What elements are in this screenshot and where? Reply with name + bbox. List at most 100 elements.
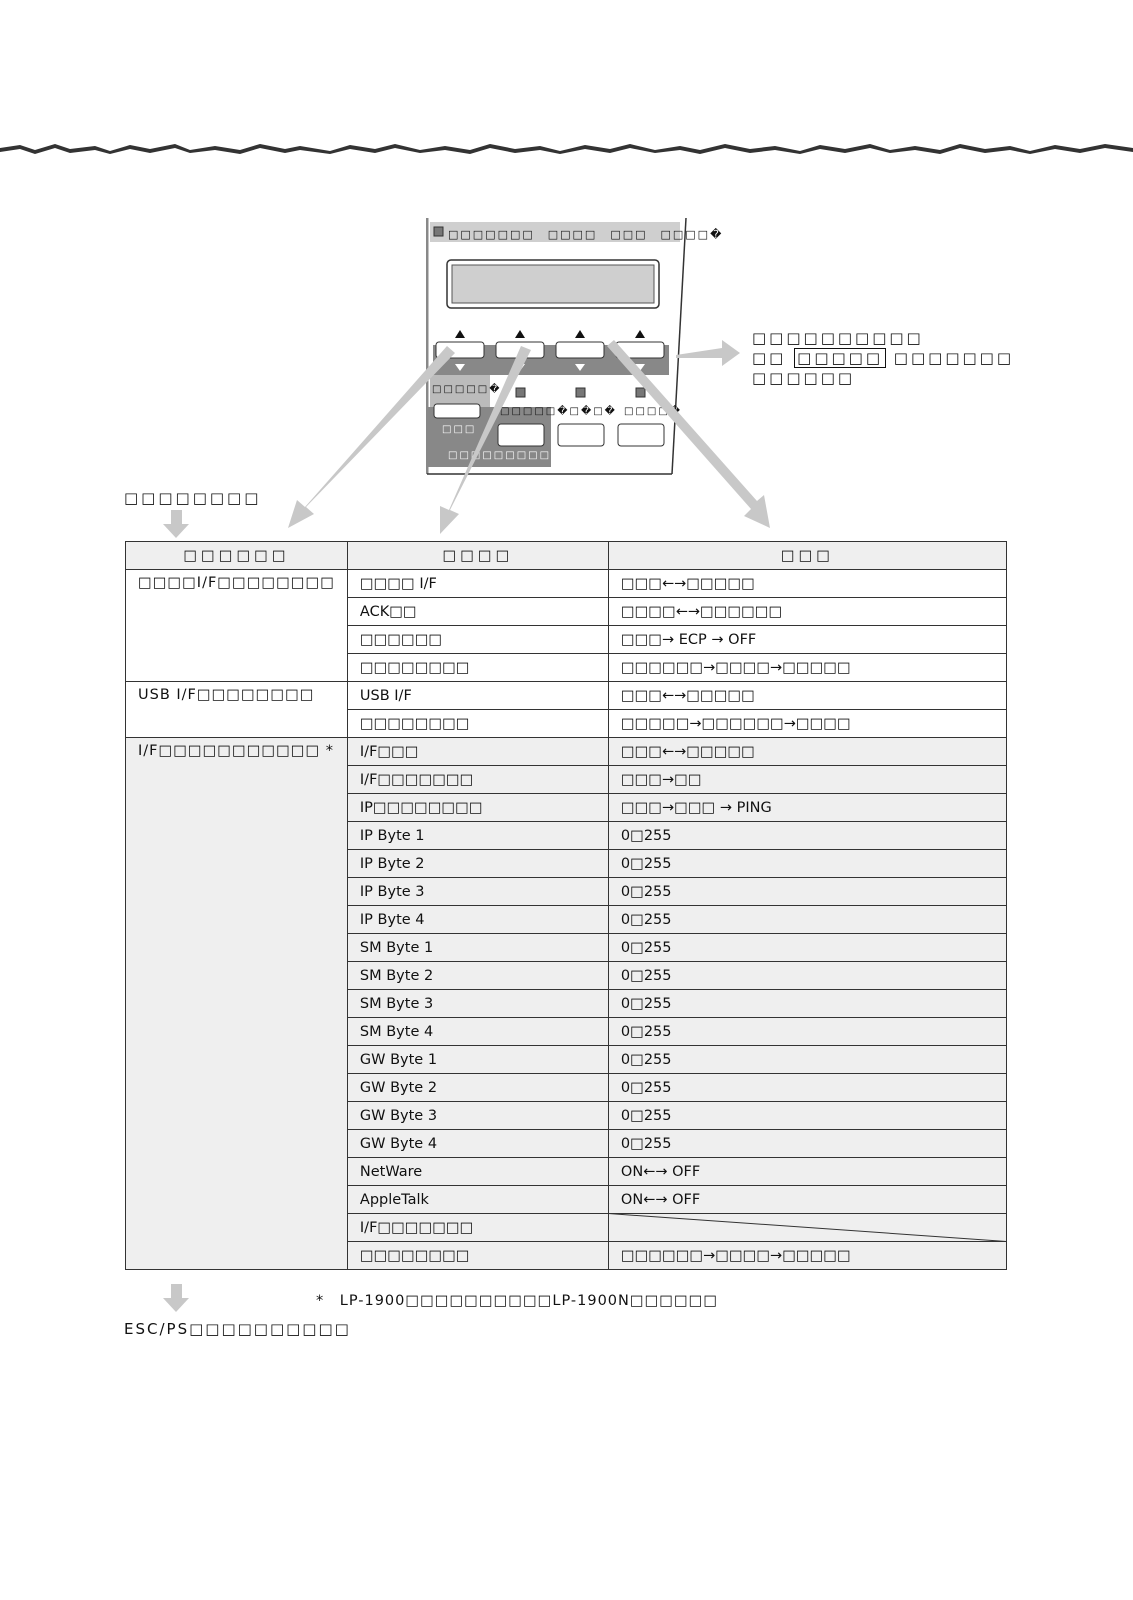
value-cell: 0□255 xyxy=(607,1073,1008,1102)
value-cell: □□□←→□□□□□ xyxy=(607,681,1008,710)
item-cell: SM Byte 4 xyxy=(346,1017,609,1046)
table-row: ACK□□□□□□←→□□□□□□ xyxy=(126,597,1008,626)
value-cell: 0□255 xyxy=(607,821,1008,850)
table-row: □□□□□□□□□□□□□□→□□□□→□□□□□ xyxy=(126,653,1008,682)
panel-top-label: □□□□□□□ □□□□ □□□ □□□□� xyxy=(448,228,724,241)
category-cell: I/F□□□□□□□□□□□ * xyxy=(125,737,348,1270)
callout-line-2c: □□□□□□□ xyxy=(893,349,1015,367)
torn-edge-decoration xyxy=(0,144,1133,154)
value-cell: 0□255 xyxy=(607,961,1008,990)
table-row: USB I/F□□□□□□□□USB I/F□□□←→□□□□□ xyxy=(125,681,1008,738)
value-cell: ON←→ OFF xyxy=(607,1185,1008,1214)
item-cell: I/F□□□□□□□ xyxy=(346,1213,609,1242)
item-cell: ACK□□ xyxy=(346,597,609,626)
value-cell: 0□255 xyxy=(607,905,1008,934)
panel-bottom-label: □□□□□□□□□� xyxy=(448,450,564,461)
callout-line-1: □□□□□□□□□□ xyxy=(752,329,924,347)
category-cell: USB I/F□□□□□□□□ xyxy=(125,681,348,738)
item-cell: □□□□ I/F xyxy=(346,569,609,598)
item-cell: IP Byte 1 xyxy=(346,821,609,850)
item-cell: AppleTalk xyxy=(346,1185,609,1214)
empty-value-cell xyxy=(607,1213,1008,1242)
header-menu: □□□□□□ xyxy=(125,541,348,570)
item-cell: IP Byte 3 xyxy=(346,877,609,906)
item-cell: □□□□□□□□ xyxy=(346,653,609,682)
item-cell: □□□□□□□□ xyxy=(346,709,609,738)
table-row: IP□□□□□□□□□□□→□□□ → PING xyxy=(126,793,1008,822)
value-cell: □□□□←→□□□□□□ xyxy=(607,597,1008,626)
item-cell: IP□□□□□□□□ xyxy=(346,793,609,822)
panel-mid-label: □□□□□�□�□� xyxy=(500,406,617,417)
item-cell: I/F□□□□□□□ xyxy=(346,765,609,794)
value-cell: 0□255 xyxy=(607,989,1008,1018)
next-menu-label: ESC/PS□□□□□□□□□□ xyxy=(124,1320,351,1338)
panel-right-label: □□□□� xyxy=(624,406,683,417)
item-cell: I/F□□□ xyxy=(346,737,609,766)
value-cell: 0□255 xyxy=(607,933,1008,962)
value-cell: 0□255 xyxy=(607,1017,1008,1046)
category-cell: □□□□I/F□□□□□□□□ xyxy=(125,569,348,682)
table-body: □□□□I/F□□□□□□□□□□□□ I/F□□□←→□□□□□ACK□□□□… xyxy=(125,569,1008,1270)
item-cell: □□□□□□□□ xyxy=(346,1241,609,1270)
table-header-row: □□□□□□ □□□□ □□□ xyxy=(125,541,1008,570)
value-cell: □□□←→□□□□□ xyxy=(607,569,1008,598)
footnote: * LP-1900□□□□□□□□□□LP-1900N□□□□□□ xyxy=(316,1293,719,1309)
value-cell: □□□→ ECP → OFF xyxy=(607,625,1008,654)
callout-line-3: □□□□□□ xyxy=(752,369,856,387)
header-item: □□□□ xyxy=(346,541,609,570)
table-row: □□□□I/F□□□□□□□□□□□□ I/F□□□←→□□□□□ xyxy=(125,569,1008,682)
item-cell: GW Byte 3 xyxy=(346,1101,609,1130)
item-cell: GW Byte 4 xyxy=(346,1129,609,1158)
value-cell: ON←→ OFF xyxy=(607,1157,1008,1186)
item-cell: IP Byte 2 xyxy=(346,849,609,878)
table-row: I/F□□□□□□□□□□□ *I/F□□□□□□←→□□□□□ xyxy=(125,737,1008,1270)
value-cell: 0□255 xyxy=(607,877,1008,906)
callout-boxed-word: □□□□□ xyxy=(794,348,887,368)
callout-line-2: □□ □□□□□ □□□□□□□ xyxy=(752,348,1014,368)
menu-heading: □□□□□□□□ xyxy=(124,489,262,507)
value-cell: □□□□□→□□□□□□→□□□□ xyxy=(607,709,1008,738)
value-cell: □□□→□□ xyxy=(607,765,1008,794)
value-cell: □□□□□□→□□□□→□□□□□ xyxy=(607,653,1008,682)
callout-text: □□□□□□□□□□ □□ □□□□□ □□□□□□□ □□□□□□ xyxy=(752,328,1014,388)
item-cell: SM Byte 1 xyxy=(346,933,609,962)
item-cell: SM Byte 3 xyxy=(346,989,609,1018)
settings-table: □□□□□□ □□□□ □□□ □□□□I/F□□□□□□□□□□□□ I/F□… xyxy=(125,541,1008,1270)
item-cell: GW Byte 1 xyxy=(346,1045,609,1074)
panel-left-sub-label: □□□ xyxy=(442,424,477,435)
table-row: I/F□□□□□□□□□□→□□ xyxy=(126,765,1008,794)
value-cell: □□□→□□□ → PING xyxy=(607,793,1008,822)
value-cell: 0□255 xyxy=(607,1101,1008,1130)
item-cell: □□□□□□ xyxy=(346,625,609,654)
header-value: □□□ xyxy=(607,541,1008,570)
item-cell: SM Byte 2 xyxy=(346,961,609,990)
panel-left-label: □□□□□� xyxy=(432,384,502,395)
item-cell: NetWare xyxy=(346,1157,609,1186)
table-row: □□□□□□□□□□□□□□→□□□□→□□□□□ xyxy=(126,1241,1008,1270)
item-cell: USB I/F xyxy=(346,681,609,710)
value-cell: 0□255 xyxy=(607,849,1008,878)
item-cell: IP Byte 4 xyxy=(346,905,609,934)
value-cell: □□□□□□→□□□□→□□□□□ xyxy=(607,1241,1008,1270)
value-cell: □□□←→□□□□□ xyxy=(607,737,1008,766)
table-row: □□□□□□□□□→ ECP → OFF xyxy=(126,625,1008,654)
callout-line-2a: □□ xyxy=(752,349,787,367)
value-cell: 0□255 xyxy=(607,1129,1008,1158)
value-cell: 0□255 xyxy=(607,1045,1008,1074)
item-cell: GW Byte 2 xyxy=(346,1073,609,1102)
